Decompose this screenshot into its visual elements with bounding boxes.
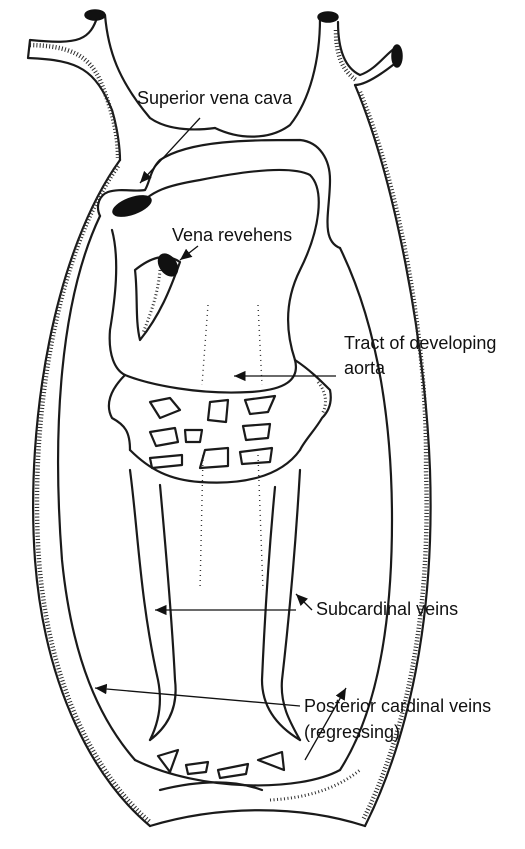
upper-branches xyxy=(28,10,402,160)
label-tract-aorta-line1: Tract of developing xyxy=(344,333,496,353)
label-superior-vena-cava: Superior vena cava xyxy=(137,88,293,108)
right-branch-cut xyxy=(392,45,402,67)
label-tract-aorta-line2: aorta xyxy=(344,358,386,378)
label-vena-revehens: Vena revehens xyxy=(172,225,292,245)
central-chamber xyxy=(98,140,340,393)
arrow-vena-revehens xyxy=(180,246,198,260)
arrow-subcardinal-right xyxy=(296,594,312,610)
left-vessel-cut xyxy=(85,10,105,20)
vena-revehens xyxy=(135,251,181,340)
label-posterior-cardinal-line1: Posterior cardinal veins xyxy=(304,696,491,716)
vena-revehens-cut xyxy=(155,251,182,280)
label-subcardinal-veins: Subcardinal veins xyxy=(316,599,458,619)
right-vessel-cut xyxy=(318,12,338,22)
arrow-posterior-cardinal-left xyxy=(95,688,300,706)
middle-plexus xyxy=(109,360,331,483)
subcardinal-veins xyxy=(130,470,300,740)
superior-vena-cava-opening xyxy=(110,192,153,221)
label-posterior-cardinal-line2: (regressing) xyxy=(304,722,400,742)
aorta-tract xyxy=(200,305,263,590)
